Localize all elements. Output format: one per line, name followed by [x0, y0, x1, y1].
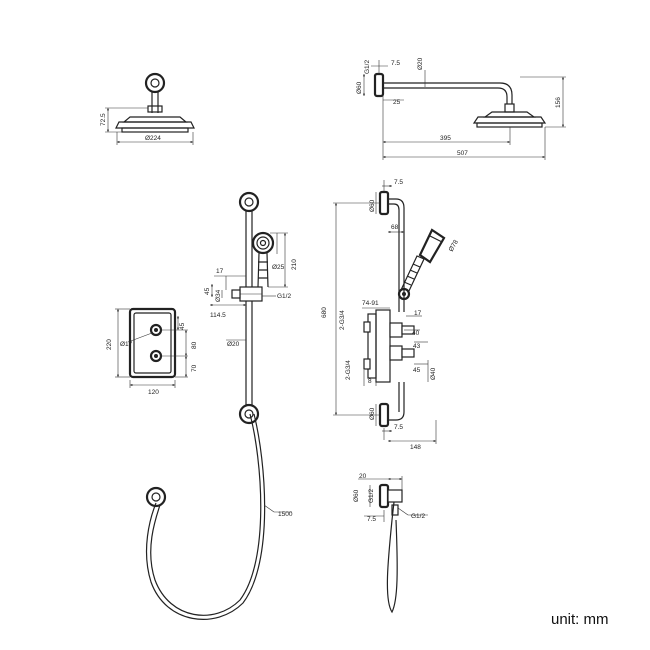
side-view-flange-bottom-label: Ø60 [369, 407, 376, 420]
rail-h45-label: 45 [204, 287, 211, 295]
rail-pipe-label: Ø20 [227, 341, 240, 348]
side-pipe-label: Ø20 [417, 57, 424, 70]
side-reach-label: 395 [440, 135, 451, 142]
outlet-conn-label: G1/2 [368, 489, 375, 503]
rail-handle-len-label: 210 [291, 259, 298, 270]
side-view-depth-label: 148 [410, 444, 421, 451]
side-view-inlet-bottom-label: 2-G3/4 [345, 360, 352, 380]
system-side-view: 680 7.5 Ø60 68 Ø78 74-91 2-G3/4 17 40 43… [321, 179, 460, 614]
head-diameter-label: Ø224 [145, 135, 161, 142]
side-conn-label: G1/2 [364, 60, 371, 74]
valve-height-label: 220 [106, 339, 113, 350]
rail-hose-label: 1500 [278, 511, 293, 518]
valve-d80-label: 80 [191, 341, 198, 349]
slide-rail-front-view: Ø25 210 17 45 Ø34 G1/2 114.5 Ø20 1500 [145, 191, 298, 620]
side-offset-label: 7.5 [391, 60, 400, 67]
side-view-d17-label: 17 [414, 310, 422, 317]
rail-d34-label: Ø34 [215, 289, 222, 302]
side-view-flange-top-label: Ø60 [369, 199, 376, 212]
shower-head-front-view: 72.5 Ø224 [100, 72, 195, 145]
valve-spacing-label: 45 [179, 322, 186, 330]
side-view-d40-label: 40 [412, 330, 420, 337]
side-flange-label: Ø60 [356, 81, 363, 94]
shower-head-side-view: G1/2 7.5 Ø20 Ø60 25 395 507 156 [356, 57, 566, 160]
side-view-handset-label: Ø78 [448, 239, 460, 253]
outlet-offset-label: 7.5 [367, 516, 376, 523]
valve-knob-label: Ø17 [120, 341, 133, 348]
valve-front-view: 220 Ø17 45 80 70 120 [106, 307, 198, 396]
rail-depth-label: 114.5 [210, 312, 226, 319]
outlet-g12-label: G1/2 [411, 513, 425, 520]
side-total-label: 507 [457, 150, 468, 157]
valve-d70-label: 70 [191, 364, 198, 372]
side-view-d43-label: 43 [413, 343, 421, 350]
side-view-inlet-top-label: 2-G3/4 [339, 310, 346, 330]
side-view-top-offset-label: 7.5 [394, 179, 403, 186]
side-view-bottom-offset-label: 7.5 [394, 424, 403, 431]
side-wall-label: 25 [393, 99, 401, 106]
side-view-d45-label: 45 [413, 367, 421, 374]
side-view-range-label: 74-91 [362, 300, 379, 307]
valve-width-label: 120 [148, 389, 159, 396]
unit-label: unit: mm [551, 611, 609, 628]
outlet-flange-label: Ø60 [353, 489, 360, 502]
side-view-body-label: Ø40 [430, 367, 437, 380]
rail-bracket-label: 17 [216, 268, 224, 275]
side-view-d8-label: 8 [368, 378, 372, 385]
side-view-arm-label: 68 [391, 224, 399, 231]
outlet-side-view: 20 Ø60 G1/2 7.5 G1/2 [353, 473, 428, 523]
outlet-d20-label: 20 [359, 473, 367, 480]
side-height-label: 156 [555, 97, 562, 108]
head-height-label: 72.5 [100, 113, 107, 126]
rail-handset-label: Ø25 [272, 264, 285, 271]
side-view-height-label: 680 [321, 307, 328, 318]
rail-outlet-label: G1/2 [277, 293, 291, 300]
